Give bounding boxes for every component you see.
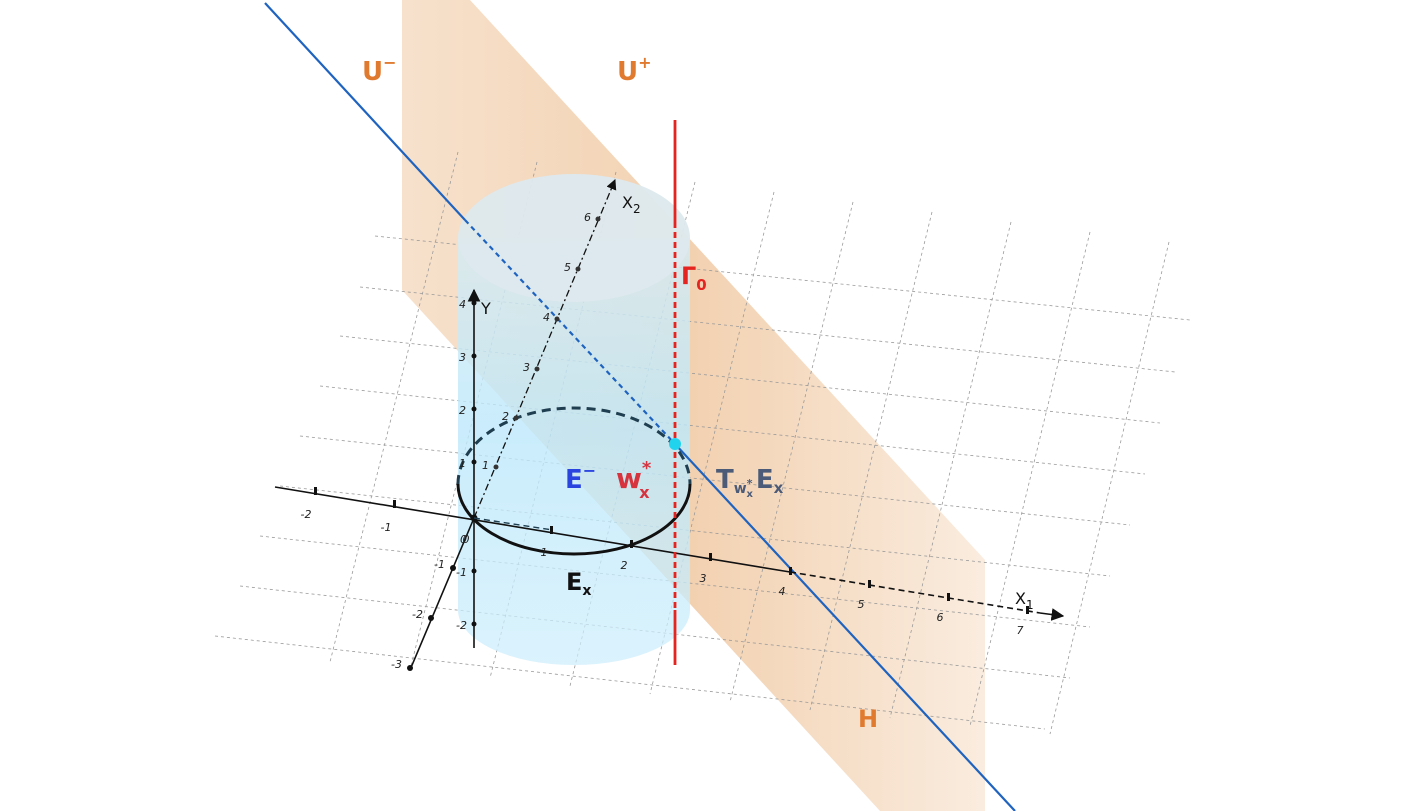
point-w-star xyxy=(669,438,681,450)
y-tick-label: 2 xyxy=(459,404,466,417)
y-axis-label: Y xyxy=(480,299,491,318)
y-tick-label: 1 xyxy=(459,457,466,470)
x1-axis-label: X1 xyxy=(1015,589,1034,612)
x1-tick-label: 7 xyxy=(1017,624,1024,637)
x1-tick-label: 3 xyxy=(700,572,707,585)
x1-tick-label: -1 xyxy=(381,521,392,534)
x2-axis xyxy=(473,179,617,519)
x1-tick-label: -2 xyxy=(301,508,312,521)
label-gamma-zero: Γ0 xyxy=(681,262,707,294)
x2-tick-label: 6 xyxy=(584,211,591,224)
x3-tick-label: -1 xyxy=(434,558,445,571)
x2-tick-label: 1 xyxy=(482,459,489,472)
x3-tick-label: -2 xyxy=(412,608,423,621)
y-tick-label: -2 xyxy=(456,619,467,632)
x1-tick-label: 6 xyxy=(937,611,944,624)
label-u-plus: U+ xyxy=(617,53,652,87)
x1-axis xyxy=(274,486,1065,621)
x3-axis xyxy=(407,517,475,671)
x1-tick-label: 1 xyxy=(541,546,548,559)
label-h: H xyxy=(858,705,878,733)
x1-tick-label: 4 xyxy=(779,585,786,598)
x1-tick-label: 2 xyxy=(621,559,628,572)
x2-axis-label: X2 xyxy=(622,193,641,216)
cylinder-e-minus xyxy=(458,174,690,665)
label-e-minus: E− xyxy=(565,461,596,495)
x3-tick-label: -3 xyxy=(391,658,402,671)
y-tick-label: 0 xyxy=(460,533,467,546)
y-tick-label: -1 xyxy=(456,566,467,579)
x2-tick-label: 4 xyxy=(543,311,550,324)
tangent-line xyxy=(264,2,1016,811)
label-u-minus: U− xyxy=(362,53,397,87)
label-w-star: w*x xyxy=(616,458,652,502)
y-tick-label: 4 xyxy=(459,298,466,311)
y-tick-label: 3 xyxy=(459,351,466,364)
circle-e-x xyxy=(456,406,692,556)
x2-tick-label: 3 xyxy=(523,361,530,374)
x2-tick-label: 5 xyxy=(564,261,571,274)
y-axis xyxy=(467,288,481,648)
radius-segment xyxy=(473,517,554,531)
x2-tick-label: 2 xyxy=(502,410,509,423)
label-e-x: Ex xyxy=(566,568,591,599)
x1-tick-label: 0 xyxy=(463,533,470,546)
x1-tick-label: 5 xyxy=(858,598,865,611)
